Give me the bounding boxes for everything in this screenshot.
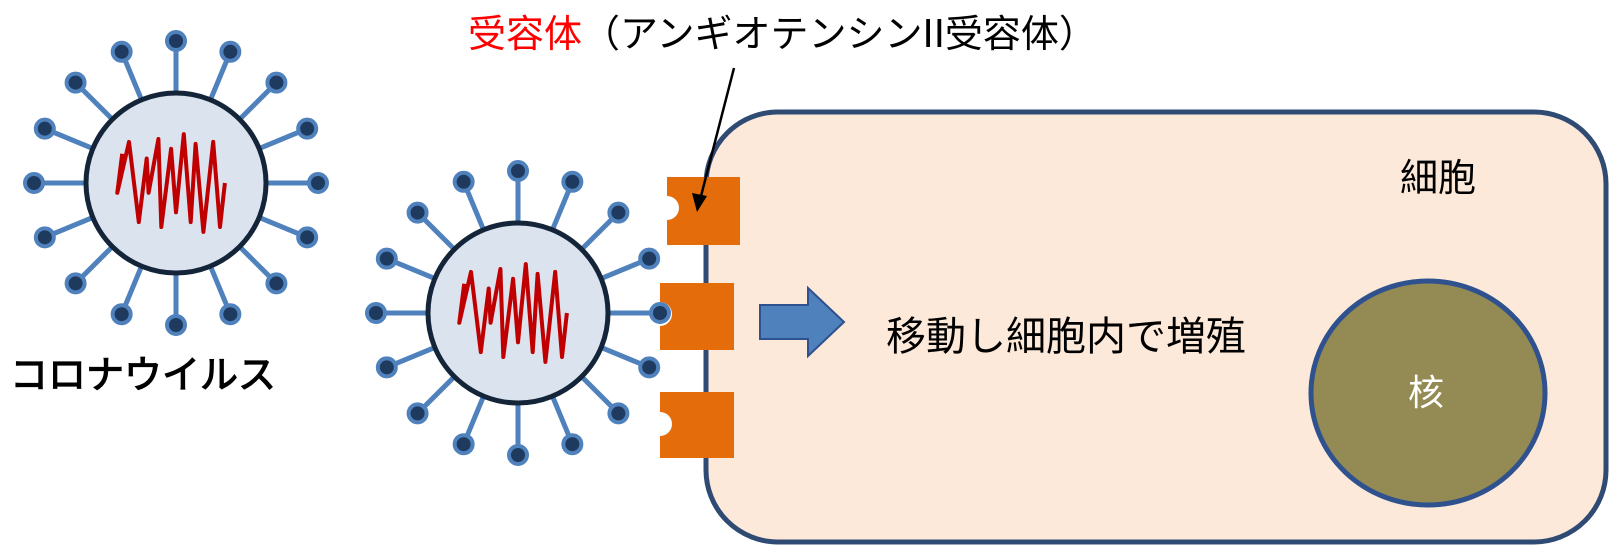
spike-tip (375, 247, 398, 270)
rna-strand (457, 262, 569, 364)
spike-tip (296, 226, 319, 249)
spike-tip (561, 433, 584, 456)
spike-tip (406, 402, 429, 425)
spike-tip (110, 40, 133, 63)
coronavirus-icon (23, 30, 329, 336)
spike-tip (64, 272, 87, 295)
spike-tip (406, 201, 429, 224)
spike-tip (296, 117, 319, 140)
process-label: 移動し細胞内で増殖 (886, 314, 1246, 360)
spike-tip (219, 40, 242, 63)
spike-tip (33, 117, 56, 140)
spike-tip (452, 433, 475, 456)
spike-tip (638, 356, 661, 379)
spike-tip (607, 402, 630, 425)
spike-tip (265, 71, 288, 94)
spike-tip (607, 201, 630, 224)
spike-tip (365, 302, 387, 324)
spike-tip (265, 272, 288, 295)
spike-tip (452, 170, 475, 193)
receptor-block-icon (660, 283, 734, 350)
spike-tip (219, 303, 242, 326)
spike-tip (110, 303, 133, 326)
spike-tip (23, 172, 45, 194)
spike-tip (649, 302, 671, 324)
virus-envelope (83, 90, 269, 276)
virus-label: コロナウイルス (10, 353, 277, 397)
spike-tip (307, 172, 329, 194)
coronavirus-icon (365, 160, 671, 466)
receptor-block-icon (660, 392, 734, 458)
block-arrow-right-icon (759, 285, 846, 359)
receptor-title-rest: （アンギオテンシンII受容体） (582, 12, 1097, 56)
spike-tip (561, 170, 584, 193)
spike-tip (33, 226, 56, 249)
spike-tip (165, 30, 187, 52)
receptors (660, 177, 740, 458)
receptor-title-highlight: 受容体 (468, 12, 583, 56)
receptor-title: 受容体（アンギオテンシンII受容体） (468, 8, 1097, 60)
spike-tip (64, 71, 87, 94)
spike-tip (165, 314, 187, 336)
nucleus (1308, 278, 1548, 508)
virus-envelope (425, 220, 611, 406)
receptor-pointer-arrow (692, 67, 736, 212)
spike-tip (375, 356, 398, 379)
spike-tip (638, 247, 661, 270)
spike-tip (507, 160, 529, 182)
nucleus-label: 核 (1408, 373, 1445, 414)
receptor-block-icon (667, 177, 740, 245)
spike-tip (507, 444, 529, 466)
cell-label: 細胞 (1400, 156, 1477, 200)
rna-strand (115, 132, 227, 234)
